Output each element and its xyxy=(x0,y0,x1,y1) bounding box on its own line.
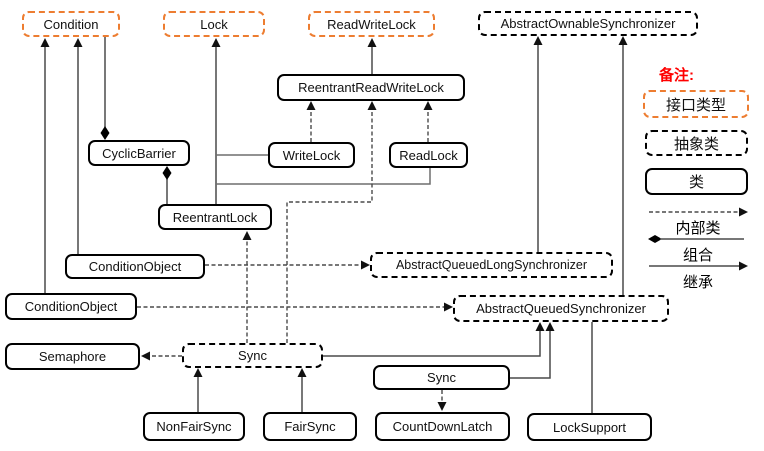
legend-title: 备注: xyxy=(659,67,694,84)
composition-diamonds xyxy=(100,126,172,180)
legend-inner-class-label: 内部类 xyxy=(675,220,721,237)
node-write-lock: WriteLock xyxy=(268,142,355,168)
arrow-heads xyxy=(40,36,628,411)
node-abstract-queued-long-synchronizer: AbstractQueuedLongSynchronizer xyxy=(370,252,613,278)
node-count-down-latch: CountDownLatch xyxy=(375,412,510,441)
node-sync-class: Sync xyxy=(373,365,510,390)
node-semaphore: Semaphore xyxy=(5,343,140,370)
node-condition: Condition xyxy=(22,11,120,37)
node-lock: Lock xyxy=(163,11,265,37)
legend-abstract-class: 抽象类 xyxy=(645,130,748,156)
node-cyclic-barrier: CyclicBarrier xyxy=(88,140,190,166)
node-lock-support: LockSupport xyxy=(527,413,652,441)
node-read-lock: ReadLock xyxy=(389,142,468,168)
node-abstract-queued-synchronizer: AbstractQueuedSynchronizer xyxy=(453,295,669,322)
node-condition-object-upper: ConditionObject xyxy=(65,254,205,279)
node-abstract-ownable-synchronizer: AbstractOwnableSynchronizer xyxy=(478,11,698,36)
node-sync-inner: Sync xyxy=(182,343,323,368)
solid-inheritance-lines xyxy=(44,37,624,414)
legend-class: 类 xyxy=(645,168,748,195)
legend-composition-label: 组合 xyxy=(682,247,713,264)
node-reentrant-lock: ReentrantLock xyxy=(158,204,272,230)
legend-interface-type: 接口类型 xyxy=(643,90,749,118)
node-reentrant-read-write-lock: ReentrantReadWriteLock xyxy=(277,74,465,101)
node-read-write-lock: ReadWriteLock xyxy=(308,11,435,37)
node-condition-object-lower: ConditionObject xyxy=(5,293,137,320)
legend-inheritance-label: 继承 xyxy=(682,274,713,291)
legend-lines xyxy=(648,207,748,271)
dashed-innerclass-lines xyxy=(137,108,445,405)
node-non-fair-sync: NonFairSync xyxy=(143,412,245,441)
node-fair-sync: FairSync xyxy=(263,412,357,441)
